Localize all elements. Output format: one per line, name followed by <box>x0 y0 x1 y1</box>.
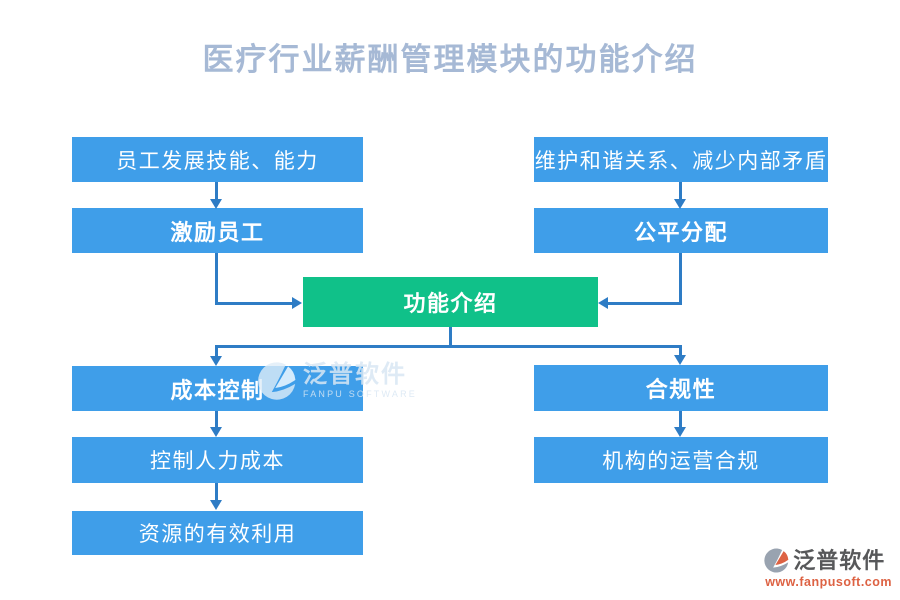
connector-comp-1 <box>679 411 682 428</box>
connector-distribution-bar <box>215 345 682 348</box>
connector-left-elbow-h <box>215 302 292 305</box>
connector-left-top <box>215 182 218 200</box>
connector-drop-left <box>215 345 218 357</box>
connector-drop-right <box>679 345 682 357</box>
arrowhead-right-top <box>674 199 686 209</box>
node-motivate-employees: 激励员工 <box>72 208 363 253</box>
connector-left-elbow-v <box>215 253 218 305</box>
fanpu-logo-icon <box>764 548 789 573</box>
arrowhead-left-top <box>210 199 222 209</box>
node-fair-distribution: 公平分配 <box>534 208 828 253</box>
connector-right-elbow-v <box>679 253 682 305</box>
arrowhead-into-center-left <box>292 297 302 309</box>
connector-center-down <box>449 327 452 347</box>
connector-cost-1 <box>215 411 218 428</box>
connector-right-top <box>679 182 682 200</box>
arrowhead-cost-2 <box>210 500 222 510</box>
connector-right-elbow-h <box>608 302 682 305</box>
node-org-operation-compliance: 机构的运营合规 <box>534 437 828 483</box>
node-employee-skills: 员工发展技能、能力 <box>72 137 363 182</box>
page-title: 医疗行业薪酬管理模块的功能介绍 <box>202 42 698 78</box>
arrowhead-cost-1 <box>210 427 222 437</box>
arrowhead-cost-head <box>210 356 222 366</box>
node-function-intro: 功能介绍 <box>303 277 598 327</box>
footer-logo-url: www.fanpusoft.com <box>765 575 892 589</box>
node-resource-utilization: 资源的有效利用 <box>72 511 363 555</box>
node-harmony-relations: 维护和谐关系、减少内部矛盾 <box>534 137 828 182</box>
footer-logo-name: 泛普软件 <box>793 547 886 573</box>
arrowhead-into-center-right <box>598 297 608 309</box>
node-cost-control: 成本控制 <box>72 366 363 411</box>
arrowhead-compliance-head <box>674 355 686 365</box>
node-control-hr-cost: 控制人力成本 <box>72 437 363 483</box>
footer-logo: 泛普软件 www.fanpusoft.com <box>763 547 892 589</box>
node-compliance: 合规性 <box>534 365 828 411</box>
connector-cost-2 <box>215 483 218 501</box>
arrowhead-comp-1 <box>674 427 686 437</box>
